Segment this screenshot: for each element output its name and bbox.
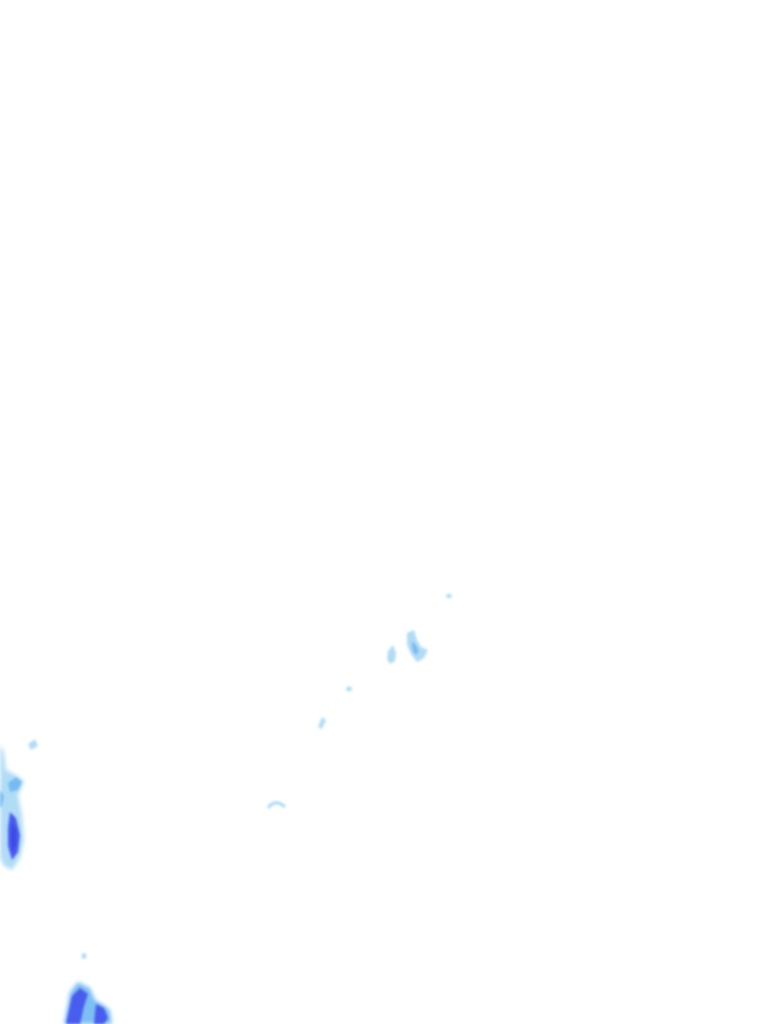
precip-cell	[346, 686, 352, 692]
precip-cluster	[387, 630, 428, 664]
precip-cell	[446, 593, 452, 599]
precip-band-left	[0, 739, 38, 870]
precip-band-bottom	[64, 953, 112, 1024]
precip-cell	[266, 801, 287, 809]
precip-cell	[318, 717, 326, 729]
